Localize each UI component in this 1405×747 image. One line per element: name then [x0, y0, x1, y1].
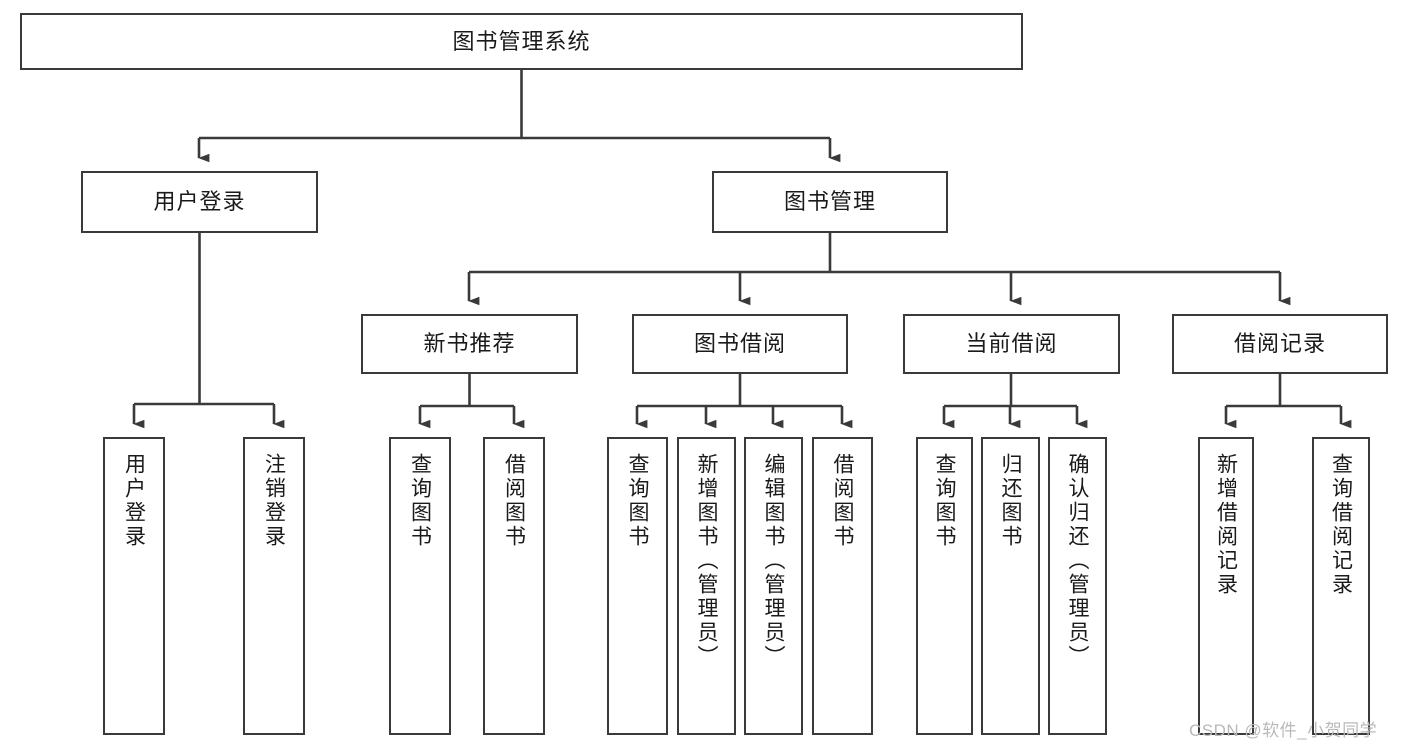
node-leaf-user-login-label: 用户登录: [122, 453, 146, 549]
node-leaf-query-book-new-label: 查询图书: [408, 453, 432, 549]
node-leaf-edit-book-admin[interactable]: 编辑图书（管理员）: [744, 437, 803, 735]
node-leaf-user-login[interactable]: 用户登录: [103, 437, 165, 735]
node-leaf-add-borrow-record[interactable]: 新增借阅记录: [1198, 437, 1254, 735]
node-leaf-query-book-borrow[interactable]: 查询图书: [607, 437, 668, 735]
node-book-management-label: 图书管理: [783, 189, 876, 215]
node-leaf-confirm-return-admin[interactable]: 确认归还（管理员）: [1048, 437, 1107, 735]
node-leaf-borrow-book-label: 借阅图书: [831, 453, 854, 549]
node-leaf-edit-book-admin-label: 编辑图书（管理员）: [762, 453, 785, 669]
node-leaf-add-book-admin-label: 新增图书（管理员）: [695, 453, 718, 669]
node-book-borrow-label: 图书借阅: [693, 331, 786, 357]
node-leaf-query-borrow-record[interactable]: 查询借阅记录: [1312, 437, 1370, 735]
node-user-login[interactable]: 用户登录: [81, 171, 318, 233]
node-borrow-record-label: 借阅记录: [1233, 331, 1326, 357]
node-leaf-add-borrow-record-label: 新增借阅记录: [1214, 453, 1238, 597]
node-root-label: 图书管理系统: [452, 28, 591, 54]
node-leaf-return-book[interactable]: 归还图书: [981, 437, 1040, 735]
node-leaf-add-book-admin[interactable]: 新增图书（管理员）: [677, 437, 736, 735]
node-leaf-borrow-book-new-label: 借阅图书: [502, 453, 526, 549]
node-root-system[interactable]: 图书管理系统: [20, 13, 1023, 70]
node-leaf-query-book-current[interactable]: 查询图书: [916, 437, 973, 735]
node-leaf-borrow-book[interactable]: 借阅图书: [812, 437, 873, 735]
node-leaf-logout-login[interactable]: 注销登录: [243, 437, 305, 735]
node-book-management[interactable]: 图书管理: [712, 171, 948, 233]
node-leaf-confirm-return-admin-label: 确认归还（管理员）: [1066, 453, 1089, 669]
csdn-watermark: CSDN @软件_小贺同学: [1189, 721, 1378, 740]
node-borrow-record[interactable]: 借阅记录: [1172, 314, 1388, 374]
node-leaf-borrow-book-new[interactable]: 借阅图书: [483, 437, 545, 735]
node-current-borrow[interactable]: 当前借阅: [903, 314, 1120, 374]
node-new-book-recommend-label: 新书推荐: [423, 331, 516, 357]
node-user-login-label: 用户登录: [153, 189, 246, 215]
node-leaf-return-book-label: 归还图书: [999, 453, 1022, 549]
node-leaf-logout-login-label: 注销登录: [262, 453, 286, 549]
node-book-borrow[interactable]: 图书借阅: [632, 314, 848, 374]
node-leaf-query-book-current-label: 查询图书: [933, 453, 956, 549]
node-current-borrow-label: 当前借阅: [965, 331, 1058, 357]
node-new-book-recommend[interactable]: 新书推荐: [361, 314, 578, 374]
node-leaf-query-book-borrow-label: 查询图书: [626, 453, 649, 549]
node-leaf-query-book-new[interactable]: 查询图书: [389, 437, 451, 735]
node-leaf-query-borrow-record-label: 查询借阅记录: [1329, 453, 1353, 597]
